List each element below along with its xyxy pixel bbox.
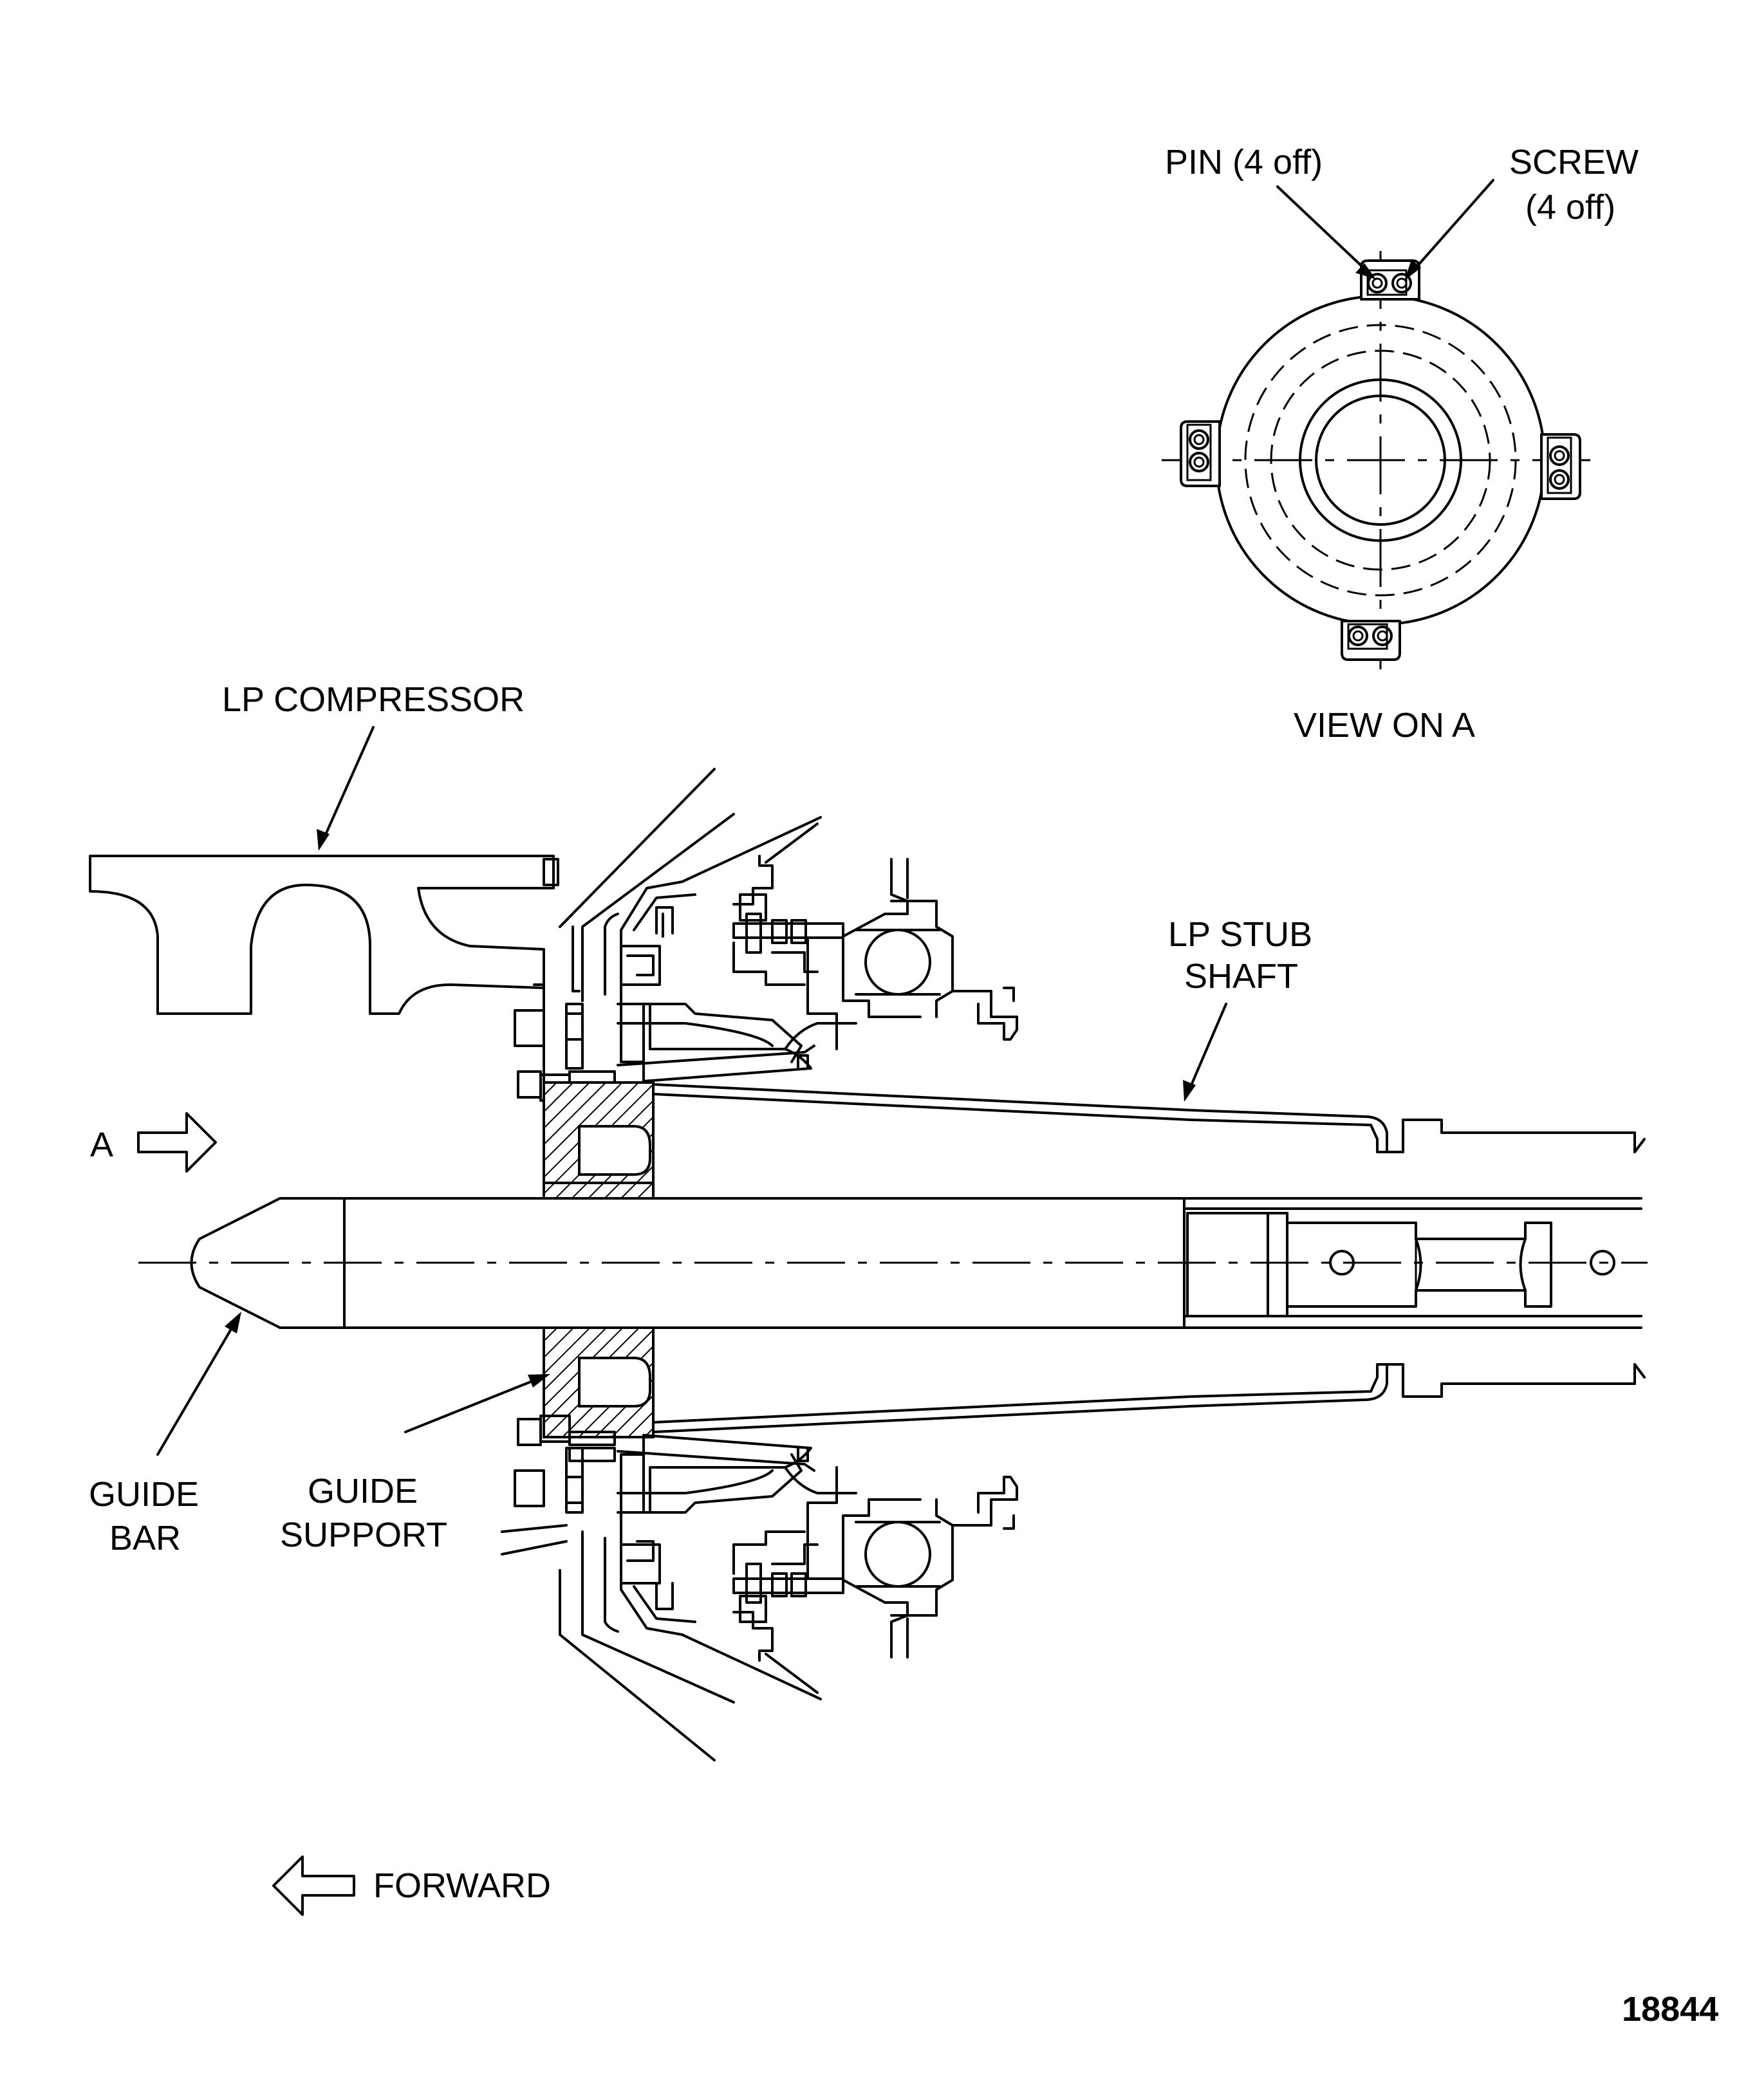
guide-support-leader	[404, 1374, 550, 1433]
lp-compressor-label: LP COMPRESSOR	[222, 680, 525, 719]
bearing-housing-upper	[732, 822, 844, 1050]
figure-number: 18844	[1622, 1990, 1718, 2029]
screw-label-line2: (4 off)	[1525, 188, 1615, 227]
seal-assembly-lower	[617, 1450, 815, 1610]
view-on-a-caption: VIEW ON A	[1294, 706, 1475, 745]
guide-support-label-line2: SUPPORT	[280, 1516, 447, 1554]
lug-left	[1180, 420, 1221, 487]
guide-support-upper	[543, 1081, 655, 1200]
guide-bar-label-line2: BAR	[109, 1519, 181, 1557]
lp-stub-shaft-label-line2: SHAFT	[1184, 957, 1298, 996]
lp-compressor-leader	[317, 726, 375, 851]
lug-bottom	[1341, 620, 1401, 661]
stub-shaft-hub-upper	[620, 1003, 857, 1083]
lug-right	[1540, 433, 1581, 500]
roller-bearing-upper	[842, 858, 1018, 1041]
front-casing-upper	[559, 768, 822, 1005]
forward-arrow	[272, 1855, 355, 1916]
guide-bar	[138, 1197, 1648, 1329]
section-assembly	[89, 726, 1648, 1916]
screw-leader	[1405, 179, 1494, 280]
guide-bar-label-line1: GUIDE	[89, 1475, 199, 1514]
lp-stub-shaft-leader	[1183, 1003, 1227, 1102]
seal-assembly-upper	[617, 906, 815, 1066]
guide-support-bolts-lower	[501, 1415, 616, 1556]
view-a-arrow	[137, 1112, 217, 1173]
screw-label-line1: SCREW	[1509, 143, 1639, 181]
guide-support-label-line1: GUIDE	[308, 1472, 418, 1510]
view-on-a-diagram	[1162, 179, 1599, 669]
lp-stub-shaft-lower	[652, 1363, 1646, 1433]
front-casing-lower	[559, 1511, 822, 1761]
pin-leader	[1276, 185, 1376, 279]
lp-stub-shaft-label-line1: LP STUB	[1168, 915, 1312, 954]
bearing-housing-lower	[732, 1466, 844, 1694]
stub-shaft-hub-lower	[620, 1434, 857, 1514]
lp-stub-shaft-upper	[652, 1083, 1646, 1153]
guide-support-bolts-upper	[514, 983, 616, 1102]
pin-label: PIN (4 off)	[1165, 143, 1323, 181]
guide-bar-leader	[156, 1312, 241, 1456]
guide-support-lower	[543, 1326, 655, 1438]
forward-label: FORWARD	[373, 1866, 551, 1905]
view-a-label: A	[90, 1126, 113, 1164]
lp-compressor-disc	[89, 855, 559, 1015]
roller-bearing-lower	[842, 1476, 1018, 1659]
